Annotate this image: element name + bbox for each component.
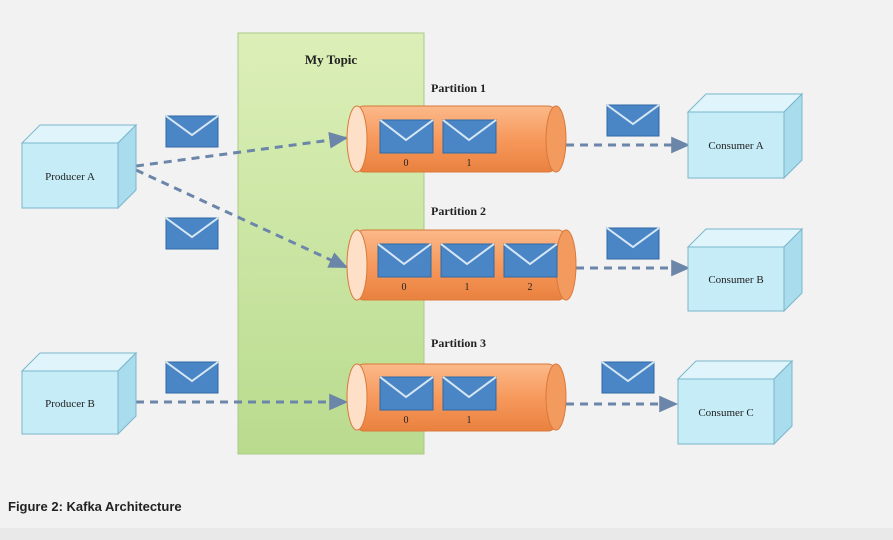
offset-label: 1	[467, 158, 472, 169]
bottom-strip	[0, 528, 893, 540]
figure-caption: Figure 2: Kafka Architecture	[8, 499, 182, 514]
consumer-c-label: Consumer C	[698, 407, 753, 419]
envelope-icon	[379, 119, 434, 154]
offset-label: 1	[465, 282, 470, 293]
arrow-producer-a-to-partition-2	[135, 168, 348, 269]
partition-3-label: Partition 3	[431, 336, 486, 350]
partition-2-label: Partition 2	[431, 204, 486, 218]
envelope-icon	[165, 361, 219, 394]
topic-title: My Topic	[305, 52, 358, 67]
envelope-icon	[440, 243, 495, 278]
consumer-a-label: Consumer A	[708, 140, 763, 152]
consumer-c-box: Consumer C	[676, 359, 794, 446]
envelope-icon	[442, 119, 497, 154]
consumer-b-label: Consumer B	[708, 274, 763, 286]
consumer-a-box: Consumer A	[686, 92, 804, 180]
envelope-icon	[442, 376, 497, 411]
offset-label: 0	[402, 282, 407, 293]
partition-1: Partition 1 0 1	[346, 81, 567, 173]
producer-b-label: Producer B	[45, 398, 95, 410]
producer-b-box: Producer B	[20, 351, 138, 436]
arrow-producer-a-to-partition-1	[135, 131, 349, 168]
partition-3: Partition 3 0 1	[346, 336, 567, 432]
offset-label: 1	[467, 415, 472, 426]
partition-1-label: Partition 1	[431, 81, 486, 95]
offset-label: 2	[528, 282, 533, 293]
producer-arrows	[135, 131, 349, 411]
partition-2: Partition 2 0 1 2	[346, 204, 577, 301]
producer-a-box: Producer A	[20, 123, 138, 210]
consumer-arrows	[566, 136, 691, 413]
envelope-icon	[601, 361, 655, 394]
offset-label: 0	[404, 415, 409, 426]
envelope-icon	[379, 376, 434, 411]
envelope-icon	[165, 115, 219, 148]
envelope-icon	[377, 243, 432, 278]
envelope-icon	[606, 227, 660, 260]
envelope-icon	[503, 243, 558, 278]
envelope-icon	[165, 217, 219, 250]
envelope-icon	[606, 104, 660, 137]
producer-a-label: Producer A	[45, 171, 95, 183]
consumer-b-box: Consumer B	[686, 227, 804, 313]
offset-label: 0	[404, 158, 409, 169]
